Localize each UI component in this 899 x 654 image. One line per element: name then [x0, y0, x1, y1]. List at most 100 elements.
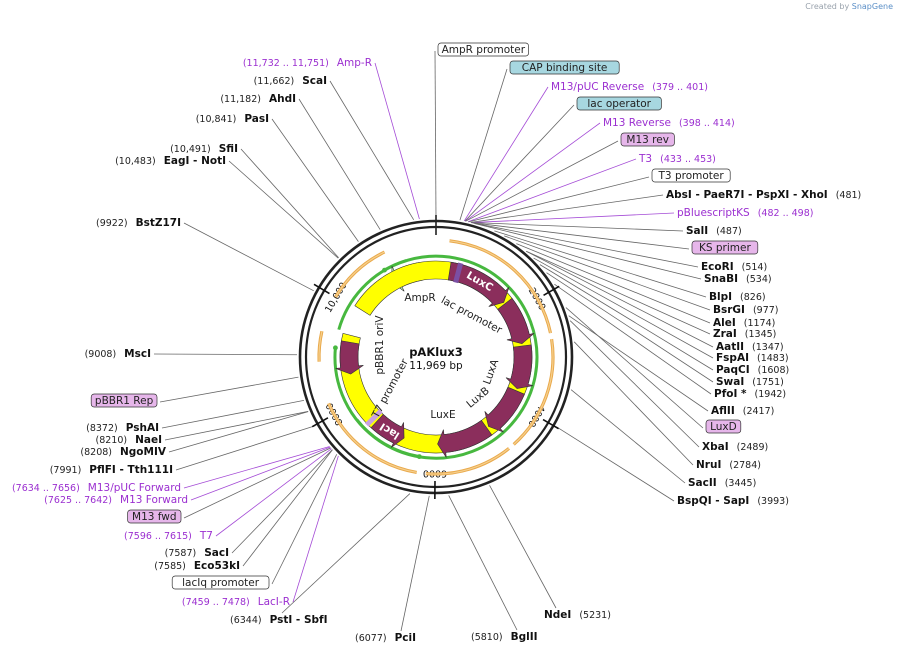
site-laciq-promoter: lacIq promoter	[171, 575, 270, 590]
orf-arc-green-tip	[333, 345, 338, 351]
site-name: BsrGI	[713, 304, 745, 316]
leader-line	[161, 399, 305, 429]
orf-arc-highlight	[328, 403, 417, 473]
site-name: FspAI	[716, 352, 749, 364]
leader-line	[526, 250, 714, 348]
feature-box-label: T3 promoter	[658, 170, 725, 182]
site-m13-reverse: M13 Reverse(398 .. 414)	[603, 117, 735, 129]
site-text: SwaI(1751)	[716, 376, 784, 388]
feature-box-label: lacIq promoter	[182, 577, 260, 589]
orf-arc-green	[355, 418, 420, 459]
orf-arc-green-tip	[416, 454, 422, 460]
site-sacii: SacII(3445)	[688, 477, 756, 489]
site-name: T3	[638, 153, 652, 165]
feature-box-label: M13 rev	[626, 134, 669, 146]
site-text: (11,662)ScaI	[254, 75, 327, 87]
site-alei: AleI(1174)	[713, 317, 775, 329]
site-xbai: XbaI(2489)	[702, 441, 768, 453]
feature-box	[691, 240, 759, 255]
site-coord: (1347)	[752, 342, 784, 353]
site-coord: (8208)	[80, 447, 112, 458]
site-text: NdeI(5231)	[544, 609, 611, 621]
orf-arcs	[317, 239, 555, 476]
site-ampr-promoter: AmpR promoter	[437, 42, 529, 57]
site-aatii: AatII(1347)	[716, 341, 784, 353]
site-bsrgi: BsrGI(977)	[713, 304, 779, 316]
site-text: (7587) SacI	[165, 547, 229, 559]
site-coord: (7459 .. 7478)	[182, 597, 250, 608]
leader-line	[516, 243, 711, 324]
leader-line	[292, 455, 339, 603]
site-text: SacII(3445)	[688, 477, 756, 489]
site-coord: (10,841)	[196, 114, 237, 125]
site-text: BspQI - SapI(3993)	[677, 495, 789, 507]
site-coord: (481)	[836, 190, 862, 201]
leader-line	[467, 158, 637, 223]
site-name: ScaI	[302, 75, 327, 87]
site-ahdi: (11,182)AhdI	[220, 93, 296, 105]
inner-label: AmpR	[404, 292, 435, 304]
site-ndei: NdeI(5231)	[544, 609, 611, 621]
site-name: NaeI	[135, 434, 162, 446]
feature-box-label: CAP binding site	[522, 62, 608, 74]
feature-luxb	[484, 386, 525, 433]
snapgene-credit: Created by SnapGene	[805, 2, 893, 11]
site-name: SwaI	[716, 376, 744, 388]
leader-line	[539, 264, 714, 371]
leader-line	[242, 449, 333, 567]
site-coord: (9008)	[85, 349, 117, 360]
feature-box-label: AmpR promoter	[442, 44, 526, 56]
site-coord: (2417)	[743, 406, 775, 417]
inner-label: LuxE	[430, 409, 455, 421]
site-name: M13 Forward	[120, 494, 188, 506]
site-text: AatII(1347)	[716, 341, 784, 353]
leader-line	[494, 230, 707, 298]
leader-line	[569, 320, 700, 448]
site-coord: (1942)	[755, 389, 787, 400]
leader-line	[546, 272, 714, 383]
orf-arc-highlight	[513, 339, 554, 445]
leader-line	[474, 223, 702, 280]
site-naei: (8210)NaeI	[96, 434, 163, 446]
site-t3: T3(433 .. 453)	[638, 153, 716, 165]
site-pfoi: PfoI *(1942)	[714, 388, 786, 400]
site-name: LacI-R	[258, 596, 290, 608]
site-name: PshAI	[126, 422, 159, 434]
inner-label: LuxA	[481, 357, 501, 386]
site-pcii: (6077)PciI	[355, 632, 416, 644]
site-name: PasI	[244, 113, 269, 125]
site-text: SnaBI(534)	[704, 273, 772, 285]
site-coord: (7634 .. 7656)	[12, 483, 80, 494]
site-coord: (2784)	[729, 460, 761, 471]
site-text: PfoI *(1942)	[714, 388, 786, 400]
site-ngomiv: (8208)NgoMIV	[80, 446, 166, 458]
site-name: SacI	[204, 547, 229, 559]
site-zrai: ZraI(1345)	[713, 328, 776, 340]
feature-luxc	[447, 261, 510, 307]
feature-box-label: pBBR1 Rep	[95, 395, 154, 407]
orf-arc-highlight	[334, 251, 385, 298]
site-sfii: (10,491)SfiI	[170, 143, 238, 155]
site-coord: (10,483)	[115, 156, 156, 167]
site-laci-r: (7459 .. 7478) LacI-R	[182, 596, 290, 608]
site-luxd: LuxD	[705, 419, 742, 434]
site-name: SalI	[686, 225, 708, 237]
site-name: PstI - SbfI	[270, 614, 328, 626]
site-m13-puc-forward: (7634 .. 7656)M13/pUC Forward	[12, 482, 181, 494]
site-swai: SwaI(1751)	[716, 376, 784, 388]
leader-line	[573, 341, 694, 466]
leader-line	[281, 493, 411, 614]
site-name: PflFI - Tth111I	[89, 464, 173, 476]
site-nrui: NruI(2784)	[696, 459, 761, 471]
site-sali: SalI(487)	[686, 225, 742, 237]
site-text: NruI(2784)	[696, 459, 761, 471]
site-text: (7596 .. 7615)T7	[124, 530, 213, 542]
site-coord: (7587)	[165, 548, 197, 559]
feature-box	[437, 42, 529, 57]
feature-box	[127, 509, 182, 524]
site-text: XbaI(2489)	[702, 441, 768, 453]
site-text: (9008)MscI	[85, 348, 151, 360]
site-name: PaqCI	[716, 364, 750, 376]
orf-arc-highlight	[449, 240, 552, 334]
